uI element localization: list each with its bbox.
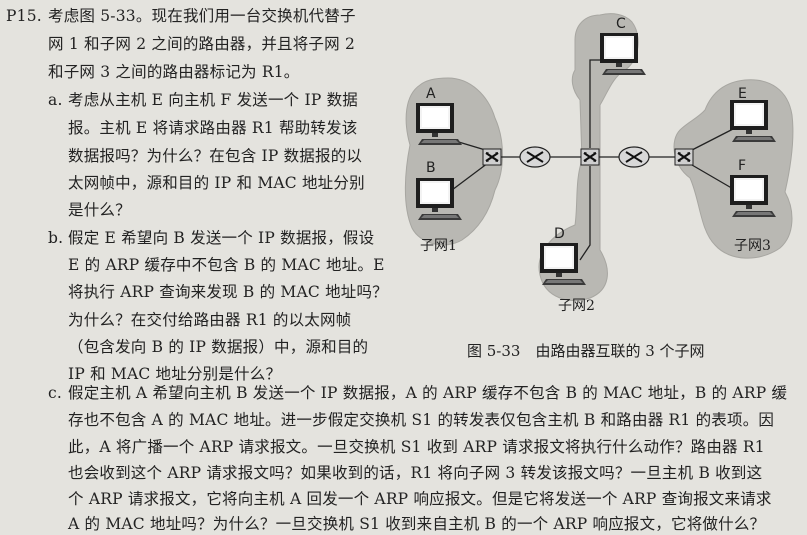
part-c-line: 个 ARP 请求报文，它将向主机 A 回发一个 ARP 响应报文。但是它将发送一… (68, 490, 772, 508)
intro-line: 和子网 3 之间的路由器标记为 R1。 (48, 63, 300, 81)
subnet1-label: 子网1 (420, 238, 457, 254)
router-icon (618, 146, 650, 168)
part-c-line: 此，A 将广播一个 ARP 请求报文。一旦交换机 S1 收到 ARP 请求报文将… (68, 438, 765, 456)
host-d-label: D (554, 226, 565, 242)
part-c-line: 存也不包含 A 的 MAC 地址。进一步假定交换机 S1 的转发表仅包含主机 B… (68, 411, 775, 429)
host-b-label: B (426, 160, 436, 176)
part-c-line: A 的 MAC 地址吗？为什么？一旦交换机 S1 收到来自主机 B 的一个 AR… (68, 515, 766, 533)
switch-subnet1-icon (481, 147, 503, 167)
part-a-marker: a. (48, 91, 63, 109)
part-a-line: 考虑从主机 E 向主机 F 发送一个 IP 数据 (68, 91, 358, 109)
part-a-line: 数据报吗？为什么？在包含 IP 数据报的以 (68, 147, 363, 165)
part-c-line: 也会收到这个 ARP 请求报文吗？如果收到的话，R1 将向子网 3 转发该报文吗… (68, 464, 763, 482)
figure-caption: 图 5-33 由路由器互联的 3 个子网 (467, 342, 705, 360)
host-f-label: F (738, 158, 746, 174)
subnet3-label: 子网3 (734, 238, 771, 254)
part-a-line: 是什么？ (68, 201, 131, 219)
part-a-line: 太网帧中，源和目的 IP 和 MAC 地址分别 (68, 174, 365, 192)
part-c-line: 假定主机 A 希望向主机 B 发送一个 IP 数据报，A 的 ARP 缓存不包含… (68, 384, 788, 402)
intro-line: 考虑图 5-33。现在我们用一台交换机代替子 (48, 7, 356, 25)
host-c-label: C (616, 16, 626, 32)
host-e-label: E (738, 86, 747, 102)
problem-number: P15. (6, 7, 42, 25)
part-b-line: IP 和 MAC 地址分别是什么？ (68, 365, 282, 383)
router-icon (519, 146, 551, 168)
part-b-line: （包含发向 B 的 IP 数据报）中，源和目的 (68, 338, 369, 356)
intro-line: 网 1 和子网 2 之间的路由器，并且将子网 2 (48, 35, 356, 53)
part-b-line: E 的 ARP 缓存中不包含 B 的 MAC 地址。E (68, 256, 385, 274)
host-a-label: A (426, 86, 436, 102)
part-b-line: 为什么？在交付给路由器 R1 的以太网帧 (68, 311, 352, 329)
switch-subnet3-icon (673, 147, 695, 167)
subnet2-label: 子网2 (558, 298, 595, 314)
part-a-line: 报。主机 E 将请求路由器 R1 帮助转发该 (68, 119, 358, 137)
part-b-line: 假定 E 希望向 B 发送一个 IP 数据报，假设 (68, 229, 375, 247)
network-diagram: A B C D E F 子网1 子网2 子网3 (404, 13, 794, 314)
part-b-marker: b. (48, 229, 64, 247)
part-c-marker: c. (48, 384, 63, 402)
switch-subnet2-icon (579, 147, 601, 167)
part-b-line: 将执行 ARP 查询来发现 B 的 MAC 地址吗？ (68, 283, 388, 301)
